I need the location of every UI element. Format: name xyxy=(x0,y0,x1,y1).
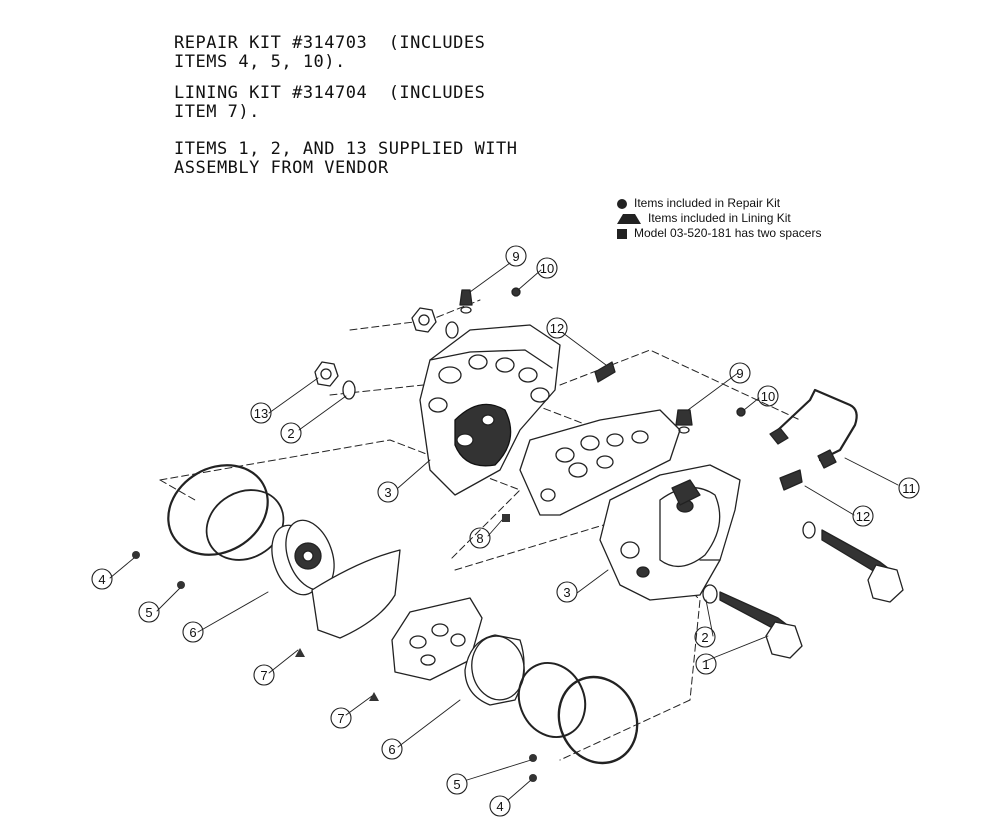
callout-5-left: 5 xyxy=(138,601,160,623)
callout-6-left-label: 6 xyxy=(189,625,196,640)
callout-2-left: 2 xyxy=(280,422,302,444)
repair-kit-note-line1: REPAIR KIT #314703 (INCLUDES xyxy=(174,33,486,53)
lower-seals-and-piston xyxy=(464,634,639,765)
callout-8-label: 8 xyxy=(476,531,483,546)
callout-11-label: 11 xyxy=(902,481,916,496)
callout-3-right: 3 xyxy=(556,581,578,603)
left-seals-and-piston xyxy=(167,464,335,596)
callout-1-label: 1 xyxy=(702,657,709,672)
callout-6-lower-label: 6 xyxy=(388,742,395,757)
right-caliper-housing xyxy=(599,464,741,601)
callout-7-left: 7 xyxy=(253,664,275,686)
callout-13: 13 xyxy=(250,402,272,424)
callout-4-left-label: 4 xyxy=(98,572,105,587)
callout-9-top: 9 xyxy=(505,245,527,267)
legend-repair-row: Items included in Repair Kit xyxy=(617,196,821,211)
legend-spacer-row: Model 03-520-181 has two spacers xyxy=(617,226,821,241)
callout-6-lower: 6 xyxy=(381,738,403,760)
callout-2-left-label: 2 xyxy=(287,426,294,441)
callout-9-top-label: 9 xyxy=(512,249,519,264)
callout-5-lower: 5 xyxy=(446,773,468,795)
callout-4-left: 4 xyxy=(91,568,113,590)
callout-10-right-label: 10 xyxy=(761,389,775,404)
callout-5-left-label: 5 xyxy=(145,605,152,620)
callout-9-right: 9 xyxy=(729,362,751,384)
callout-3-right-label: 3 xyxy=(563,585,570,600)
lining-kit-triangle-icon xyxy=(617,213,641,224)
callout-6-left: 6 xyxy=(182,621,204,643)
legend: Items included in Repair Kit Items inclu… xyxy=(617,196,821,241)
callout-11: 11 xyxy=(898,477,920,499)
callout-3-left: 3 xyxy=(377,481,399,503)
callout-4-lower: 4 xyxy=(489,795,511,817)
long-bolts xyxy=(719,529,904,659)
callout-10-top-label: 10 xyxy=(540,261,554,276)
callout-1: 1 xyxy=(695,653,717,675)
legend-lining-label: Items included in Lining Kit xyxy=(648,211,791,225)
callout-4-lower-label: 4 xyxy=(496,799,503,814)
callout-2-right: 2 xyxy=(694,626,716,648)
callout-12-right: 12 xyxy=(852,505,874,527)
callout-5-lower-label: 5 xyxy=(453,777,460,792)
callout-7-left-label: 7 xyxy=(260,668,267,683)
left-caliper-housing xyxy=(419,324,561,496)
callout-12-right-label: 12 xyxy=(856,509,870,524)
callout-12-top-label: 12 xyxy=(550,321,564,336)
callout-7-lower: 7 xyxy=(330,707,352,729)
spacer-square-icon xyxy=(617,228,627,239)
lower-brake-pad xyxy=(391,597,483,681)
spacer-plate xyxy=(519,409,681,516)
callout-9-right-label: 9 xyxy=(736,366,743,381)
bleeder-and-fittings xyxy=(459,287,858,491)
repair-kit-note-line2: ITEMS 4, 5, 10). xyxy=(174,52,346,72)
lining-kit-note-line2: ITEM 7). xyxy=(174,102,260,122)
vendor-note-line2: ASSEMBLY FROM VENDOR xyxy=(174,158,389,178)
callout-10-top: 10 xyxy=(536,257,558,279)
callout-10-right: 10 xyxy=(757,385,779,407)
nuts-and-washers xyxy=(314,307,816,604)
callouts: 9 10 12 13 2 3 9 10 11 12 8 3 2 1 4 5 6 … xyxy=(91,245,920,817)
callout-12-top: 12 xyxy=(546,317,568,339)
vendor-note-line1: ITEMS 1, 2, AND 13 SUPPLIED WITH xyxy=(174,139,518,159)
lining-kit-note-line1: LINING KIT #314704 (INCLUDES xyxy=(174,83,486,103)
callout-8: 8 xyxy=(469,527,491,549)
legend-lining-row: Items included in Lining Kit xyxy=(617,211,821,226)
legend-repair-label: Items included in Repair Kit xyxy=(634,196,781,210)
kit-markers xyxy=(132,514,537,782)
legend-spacer-label: Model 03-520-181 has two spacers xyxy=(634,226,822,240)
callout-3-left-label: 3 xyxy=(384,485,391,500)
callout-13-label: 13 xyxy=(254,406,268,421)
left-brake-pad xyxy=(311,549,401,639)
repair-kit-dot-icon xyxy=(617,198,627,209)
callout-7-lower-label: 7 xyxy=(337,711,344,726)
callout-2-right-label: 2 xyxy=(701,630,708,645)
